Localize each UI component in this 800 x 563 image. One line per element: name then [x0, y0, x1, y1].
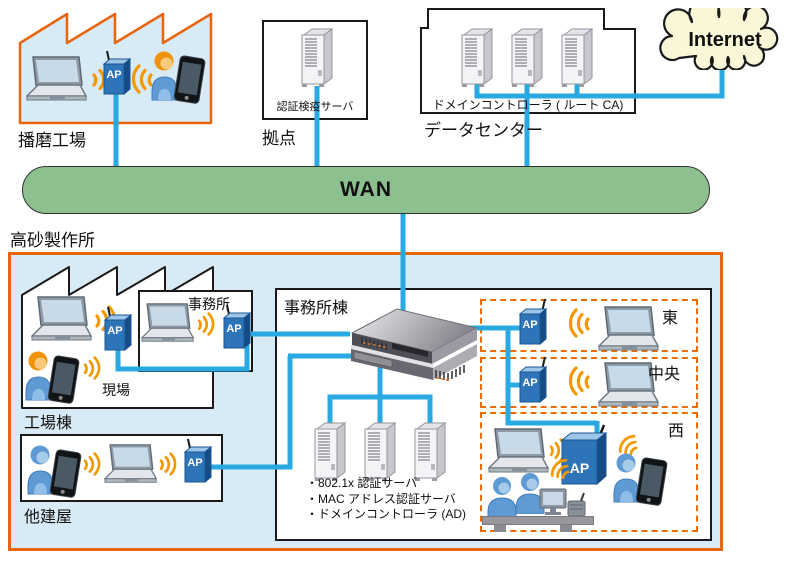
zone-center-access-point: AP	[518, 356, 548, 404]
ap-icon	[183, 436, 213, 484]
server-list-item: ・MAC アドレス認証サーバ	[306, 491, 456, 506]
zone-west-label: 西	[668, 423, 685, 440]
table-leg	[494, 525, 506, 532]
wireless-device-icon	[566, 492, 588, 518]
person-smartphone-icon	[612, 450, 668, 510]
laptop-icon	[25, 56, 88, 102]
harima-label: 播磨工場	[18, 131, 86, 150]
wifi-waves-icon	[82, 450, 101, 478]
ap-label: AP	[522, 377, 538, 389]
ap-label: AP	[569, 460, 590, 476]
person-icon	[514, 472, 546, 515]
laptop-icon	[597, 362, 660, 408]
internet-cloud	[659, 8, 779, 70]
harima-access-point: AP	[102, 48, 132, 96]
ap-label: AP	[226, 323, 242, 335]
laptop-icon	[30, 296, 93, 342]
zone-west-access-point: AP	[560, 424, 608, 486]
table-leg	[560, 525, 572, 532]
wifi-waves-icon	[613, 429, 646, 463]
ap-icon	[102, 48, 132, 96]
factory-building-label: 工場棟	[24, 415, 73, 432]
wifi-waves-icon	[158, 450, 177, 478]
server-icon	[509, 26, 545, 88]
person-smartphone-icon	[24, 348, 80, 408]
server-icon	[412, 420, 448, 482]
desktop-monitor-icon	[538, 488, 568, 516]
datacenter-label: データセンター	[424, 121, 543, 140]
ap-icon	[560, 424, 608, 486]
wifi-waves-icon	[82, 354, 101, 382]
switch-stack-icon	[340, 296, 479, 382]
kyoten-server-label: 認証検疫サーバ	[276, 101, 354, 113]
ap-icon	[518, 298, 548, 346]
person-smartphone-icon	[150, 48, 206, 108]
factory-site-access-point: AP	[103, 304, 133, 352]
server-list-item: ・ドメインコントローラ (AD)	[306, 507, 466, 521]
wifi-waves-icon	[131, 62, 155, 96]
ap-label: AP	[106, 69, 122, 81]
zone-center-label: 中央	[648, 366, 681, 383]
wan-label: WAN	[340, 178, 392, 201]
ap-label: AP	[187, 457, 203, 469]
wan-bus: WAN	[22, 166, 710, 214]
wifi-waves-icon	[545, 453, 578, 487]
factory-site-label: 現場	[102, 382, 130, 398]
office-building-label: 事務所棟	[284, 300, 349, 317]
server-icon	[459, 26, 495, 88]
laptop-icon	[487, 428, 550, 474]
other-building-label: 他建屋	[24, 509, 73, 526]
server-icon	[299, 26, 335, 88]
table	[482, 516, 594, 525]
person-icon	[486, 476, 518, 519]
server-icon	[362, 420, 398, 482]
wifi-waves-icon	[568, 306, 592, 340]
server-icon	[312, 420, 348, 482]
server-list: ・802.1x 認証サーバ ・MAC アドレス認証サーバ ・ドメインコントローラ…	[306, 476, 466, 523]
zone-east-access-point: AP	[518, 298, 548, 346]
zone-center-box	[480, 357, 698, 408]
laptop-icon	[103, 444, 158, 484]
wifi-waves-icon	[568, 364, 592, 398]
kyoten-label: 拠点	[262, 129, 296, 148]
takasago-label: 高砂製作所	[10, 231, 95, 250]
ap-label: AP	[522, 319, 538, 331]
zone-west-box	[480, 412, 698, 532]
ap-icon	[222, 302, 252, 350]
other-building-access-point: AP	[183, 436, 213, 484]
ap-icon	[103, 304, 133, 352]
wifi-waves-icon	[196, 310, 215, 338]
factory-office-access-point: AP	[222, 302, 252, 350]
person-smartphone-icon	[26, 442, 82, 502]
ap-icon	[518, 356, 548, 404]
laptop-icon	[140, 303, 195, 343]
server-list-item: ・802.1x 認証サーバ	[306, 476, 418, 490]
internet-label: Internet	[688, 29, 762, 51]
datacenter-server-label: ドメインコントローラ ( ルート CA)	[432, 98, 624, 112]
zone-east-label: 東	[662, 310, 679, 327]
factory-office-label: 事務所	[188, 296, 230, 312]
laptop-icon	[597, 306, 660, 352]
ap-label: AP	[107, 325, 123, 337]
server-icon	[559, 26, 595, 88]
